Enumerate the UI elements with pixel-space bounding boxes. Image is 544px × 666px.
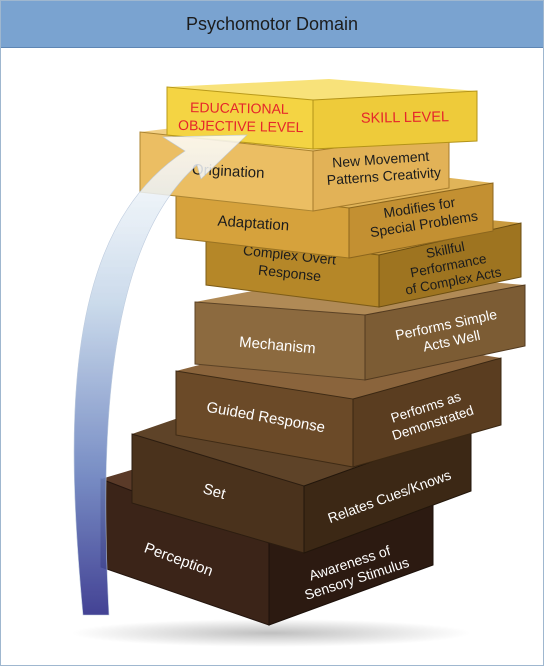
ground-shadow	[71, 619, 471, 647]
level-header-top	[167, 79, 477, 100]
level-mechanism-name: Mechanism	[238, 334, 316, 358]
level-header-right	[312, 90, 478, 150]
page-title: Psychomotor Domain	[185, 13, 359, 34]
level-header: EDUCATIONAL OBJECTIVE LEVEL SKILL LEVEL	[166, 79, 478, 150]
level-adaptation-name: Adaptation	[217, 213, 290, 235]
header-skill-label: SKILL LEVEL	[361, 109, 449, 127]
level-adaptation-skill: Modifies for Special Problems	[366, 191, 479, 241]
level-adaptation-right	[348, 182, 494, 259]
level-guided-response-right	[352, 357, 502, 468]
progression-arrow	[73, 134, 248, 616]
level-set-name: Set	[201, 480, 228, 503]
header-objective-label: EDUCATIONAL OBJECTIVE LEVEL	[178, 99, 304, 135]
level-mechanism-right	[364, 284, 526, 381]
title-bar: Psychomotor Domain	[1, 1, 543, 48]
level-origination-skill: New Movement Patterns Creativity	[325, 147, 441, 188]
